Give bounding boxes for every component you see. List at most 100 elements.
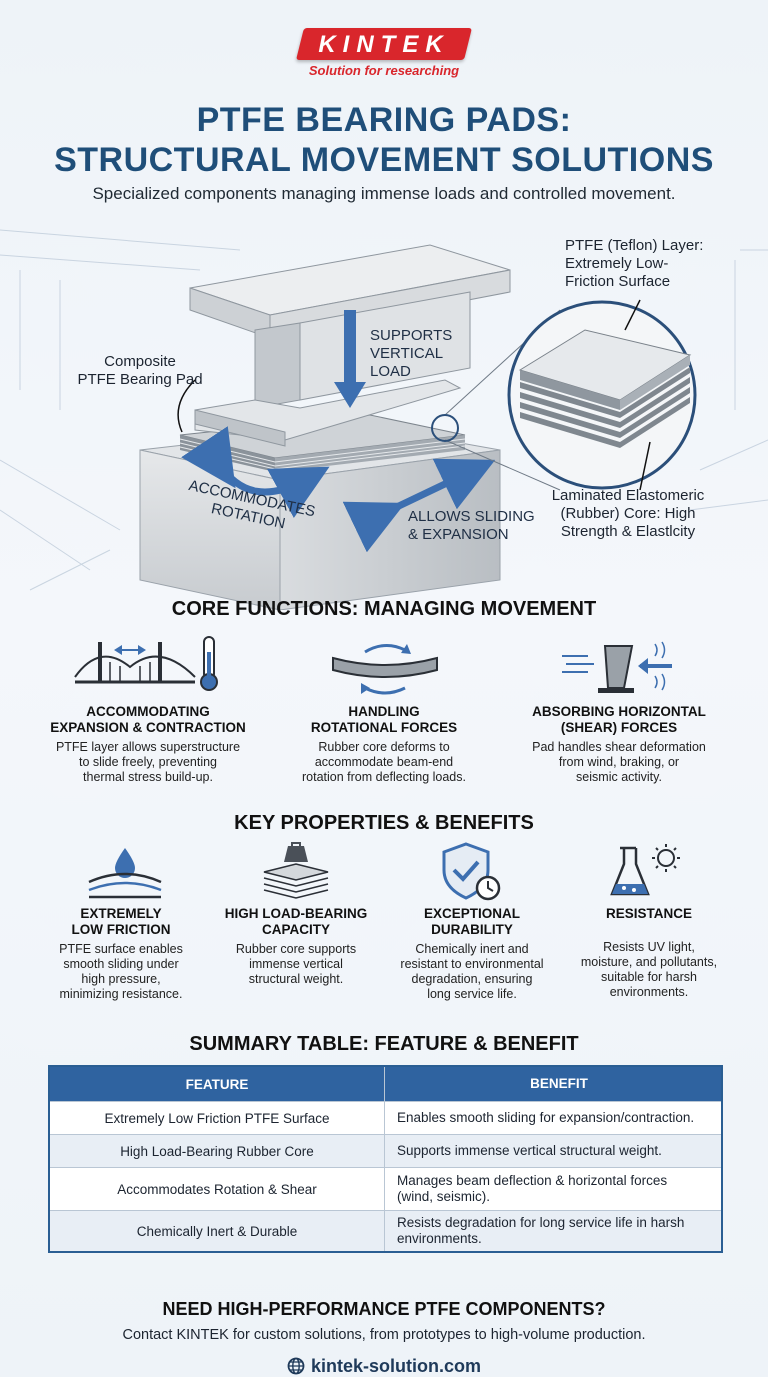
function-shear-desc-3: seismic activity. — [576, 770, 662, 784]
summary-table-title: SUMMARY TABLE: FEATURE & BENEFIT — [189, 1033, 579, 1055]
property-resistance-desc-2: moisture, and pollutants, — [580, 955, 718, 969]
property-low-friction-desc-1: PTFE surface enables — [59, 942, 183, 956]
property-load-bearing: HIGH LOAD-BEARING CAPACITY Rubber core s… — [211, 906, 381, 987]
shear-force-icon — [562, 641, 672, 693]
table-cell-benefit-line-1: Resists degradation for long service lif… — [397, 1215, 685, 1230]
core-line-2: (Rubber) Core: High — [560, 505, 696, 522]
key-properties-title: KEY PROPERTIES & BENEFITS — [234, 812, 534, 834]
table-cell-benefit: Supports immense vertical structural wei… — [397, 1143, 662, 1158]
core-line-1: Laminated Elastomeric — [551, 487, 705, 504]
property-durability-desc-1: Chemically inert and — [415, 942, 529, 956]
property-durability-desc-4: long service life. — [427, 987, 517, 1001]
property-durability-title-2: DURABILITY — [431, 922, 513, 937]
core-functions-title: CORE FUNCTIONS: MANAGING MOVEMENT — [171, 598, 597, 620]
cta-title: NEED HIGH-PERFORMANCE PTFE COMPONENTS? — [162, 1299, 606, 1319]
function-expansion-desc-1: PTFE layer allows superstructure — [55, 740, 241, 754]
ptfe-layer-callout: PTFE (Teflon) Layer: Extremely Low- Fric… — [565, 237, 755, 291]
function-rotation-title-1: HANDLING — [348, 704, 420, 719]
function-rotation-desc-3: rotation from deflecting loads. — [302, 770, 466, 784]
sliding-callout: ALLOWS SLIDING & EXPANSION — [408, 508, 548, 544]
rotation-arrow — [181, 426, 330, 518]
detail-zoom-circle — [431, 299, 697, 491]
function-rotation-desc-2: accommodate beam-end — [314, 755, 454, 769]
pad-leader-line — [177, 379, 196, 433]
property-resistance-desc-3: suitable for harsh — [601, 970, 697, 984]
property-load-bearing-desc-2: immense vertical — [249, 957, 343, 971]
function-expansion-title-2: EXPANSION & CONTRACTION — [50, 720, 246, 735]
function-expansion-desc-3: thermal stress build-up. — [83, 770, 213, 784]
property-low-friction-desc-3: high pressure, — [81, 972, 161, 986]
property-low-friction: EXTREMELY LOW FRICTION PTFE surface enab… — [36, 906, 206, 1002]
vertical-load-arrow — [334, 310, 366, 408]
property-resistance: RESISTANCE Resists UV light, moisture, a… — [564, 906, 734, 1000]
table-cell-benefit-line-1: Manages beam deflection & horizontal for… — [397, 1173, 668, 1188]
table-cell-benefit: Resists degradation for long service lif… — [385, 1211, 721, 1251]
page-subtitle: Specialized components managing immense … — [92, 184, 676, 203]
shield-clock-icon — [442, 842, 501, 901]
function-expansion-title-1: ACCOMMODATING — [86, 704, 210, 719]
vertical-load-callout: SUPPORTS VERTICAL LOAD — [370, 327, 480, 381]
table-cell-feature: Extremely Low Friction PTFE Surface — [50, 1102, 385, 1134]
blueprint-lines — [0, 229, 768, 591]
table-cell-benefit: Manages beam deflection & horizontal for… — [385, 1168, 721, 1210]
function-shear: ABSORBING HORIZONTAL (SHEAR) FORCES Pad … — [504, 704, 734, 785]
logo-tagline: Solution for researching — [308, 63, 460, 78]
table-row: Accommodates Rotation & Shear Manages be… — [50, 1167, 721, 1210]
pad-callout-line-2: PTFE Bearing Pad — [77, 371, 203, 388]
kintek-logo: KINTEK Solution for researching — [290, 28, 478, 82]
property-load-bearing-desc-1: Rubber core supports — [235, 942, 357, 956]
table-row: High Load-Bearing Rubber Core Supports i… — [50, 1134, 721, 1167]
table-header-row: FEATURE BENEFIT — [50, 1067, 721, 1101]
table-cell-benefit-line-2: (wind, seismic). — [397, 1189, 491, 1204]
function-expansion-desc-2: to slide freely, preventing — [78, 755, 218, 769]
website-text: kintek-solution.com — [310, 1356, 481, 1376]
vertical-load-line-2: VERTICAL — [370, 345, 444, 362]
ptfe-line-3: Friction Surface — [565, 273, 671, 290]
vertical-load-line-1: SUPPORTS — [370, 327, 453, 344]
property-durability-title-1: EXCEPTIONAL — [423, 906, 520, 921]
website-link[interactable]: kintek-solution.com — [0, 1356, 768, 1377]
weight-stack-icon — [263, 842, 329, 899]
table-cell-benefit-line-2: environments. — [397, 1231, 482, 1246]
function-rotation: HANDLING ROTATIONAL FORCES Rubber core d… — [269, 704, 499, 785]
table-row: Chemically Inert & Durable Resists degra… — [50, 1210, 721, 1251]
sliding-line-1: ALLOWS SLIDING — [408, 508, 535, 525]
logo-wordmark: KINTEK — [318, 31, 450, 58]
property-low-friction-title-2: LOW FRICTION — [71, 922, 171, 937]
sliding-arrow — [342, 458, 496, 553]
water-drop-icon — [88, 848, 162, 899]
property-low-friction-title-1: EXTREMELY — [80, 906, 162, 921]
property-resistance-title: RESISTANCE — [605, 906, 692, 921]
property-low-friction-desc-2: smooth sliding under — [63, 957, 179, 971]
function-expansion: ACCOMMODATING EXPANSION & CONTRACTION PT… — [33, 704, 263, 785]
table-cell-feature: Accommodates Rotation & Shear — [50, 1168, 385, 1210]
page-title-line-2: STRUCTURAL MOVEMENT SOLUTIONS — [54, 141, 714, 179]
page-title: PTFE BEARING PADS: STRUCTURAL MOVEMENT S… — [0, 100, 768, 180]
sliding-line-2: & EXPANSION — [408, 526, 509, 543]
property-durability: EXCEPTIONAL DURABILITY Chemically inert … — [387, 906, 557, 1002]
function-shear-title-2: (SHEAR) FORCES — [560, 720, 678, 735]
table-cell-benefit: Enables smooth sliding for expansion/con… — [397, 1110, 695, 1125]
summary-table: FEATURE BENEFIT Extremely Low Friction P… — [48, 1065, 723, 1253]
function-rotation-title-2: ROTATIONAL FORCES — [310, 720, 458, 735]
ptfe-line-1: PTFE (Teflon) Layer: — [565, 237, 704, 254]
property-resistance-desc-1: Resists UV light, — [603, 940, 695, 954]
function-rotation-desc-1: Rubber core deforms to — [318, 740, 450, 754]
table-header-feature: FEATURE — [50, 1067, 385, 1101]
property-low-friction-desc-4: minimizing resistance. — [59, 987, 183, 1001]
flask-sun-icon — [610, 844, 680, 896]
rubber-core-callout: Laminated Elastomeric (Rubber) Core: Hig… — [528, 487, 728, 541]
core-line-3: Strength & Elastlcity — [560, 523, 696, 540]
property-load-bearing-title-1: HIGH LOAD-BEARING — [224, 906, 368, 921]
pad-callout-line-1: Composite — [104, 353, 176, 370]
property-durability-desc-2: resistant to environmental — [400, 957, 544, 971]
curved-beam-icon — [332, 644, 438, 695]
function-shear-desc-1: Pad handles shear deformation — [532, 740, 706, 754]
function-shear-title-1: ABSORBING HORIZONTAL — [532, 704, 706, 719]
table-header-benefit: BENEFIT — [530, 1076, 588, 1091]
cta-description: Contact KINTEK for custom solutions, fro… — [122, 1327, 646, 1343]
bearing-pad-illustration — [0, 229, 768, 610]
bridge-thermometer-icon — [74, 636, 218, 691]
i-beam — [189, 244, 511, 447]
property-durability-desc-3: degradation, ensuring — [411, 972, 533, 986]
